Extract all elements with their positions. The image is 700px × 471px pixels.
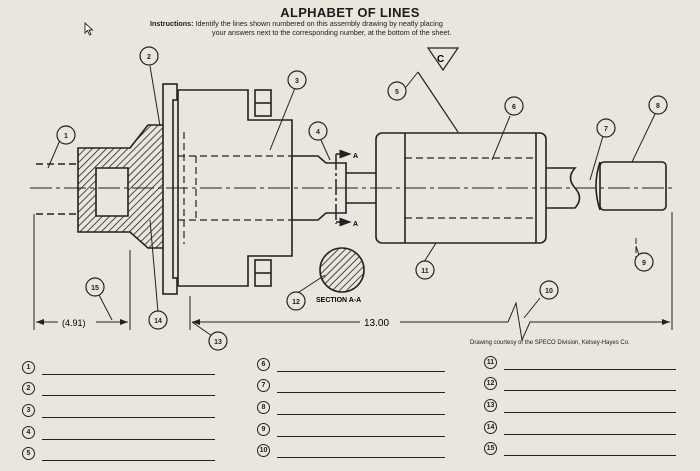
answer-number-2: 2 [22, 382, 35, 395]
instructions: Instructions: Identify the lines shown n… [150, 19, 560, 37]
answer-field-11[interactable] [506, 356, 674, 368]
instructions-label: Instructions: [150, 19, 194, 28]
callout-1 [56, 125, 76, 145]
callout-2 [139, 46, 159, 66]
answer-line-10 [277, 457, 445, 458]
callout-8 [648, 95, 668, 115]
callout-label-6: 6 [512, 104, 516, 111]
callout-label-14: 14 [154, 318, 162, 325]
dimension-left: (4.91) [62, 318, 86, 328]
answer-number-4: 4 [22, 426, 35, 439]
callout-6 [504, 96, 524, 116]
answer-number-12: 12 [484, 377, 497, 390]
section-aa [319, 247, 365, 293]
answer-field-3[interactable] [44, 404, 214, 416]
answer-line-8 [277, 414, 445, 415]
answer-field-13[interactable] [506, 399, 674, 411]
callout-label-8: 8 [656, 103, 660, 110]
answer-field-7[interactable] [279, 379, 444, 391]
cutting-plane [335, 149, 352, 227]
answer-number-5: 5 [22, 447, 35, 460]
callout-label-12: 12 [292, 299, 300, 306]
answer-line-7 [277, 392, 445, 393]
callout-5 [387, 81, 407, 101]
answer-number-15: 15 [484, 442, 497, 455]
answer-number-1: 1 [22, 361, 35, 374]
answer-field-14[interactable] [506, 421, 674, 433]
callout-label-15: 15 [91, 285, 99, 292]
pin [599, 161, 667, 211]
page-title: ALPHABET OF LINES [280, 5, 420, 20]
callout-label-4: 4 [316, 129, 320, 136]
mouse-pointer-icon [84, 22, 94, 36]
answer-number-9: 9 [257, 423, 270, 436]
callout-9 [634, 252, 654, 272]
dimension-overall: 13.00 [364, 318, 389, 329]
answer-line-5 [42, 460, 215, 461]
callout-15 [85, 277, 105, 297]
callout-label-1: 1 [64, 133, 68, 140]
answer-number-6: 6 [257, 358, 270, 371]
answer-field-10[interactable] [279, 444, 444, 456]
instructions-line-1: Identify the lines shown numbered on thi… [195, 19, 443, 28]
answer-field-5[interactable] [44, 447, 214, 459]
answer-number-3: 3 [22, 404, 35, 417]
callout-13 [208, 331, 228, 351]
callout-label-7: 7 [604, 126, 608, 133]
section-arrow-label-top: A [353, 153, 358, 160]
answer-line-14 [504, 434, 676, 435]
callout-label-9: 9 [642, 260, 646, 267]
answer-field-1[interactable] [44, 361, 214, 373]
dimension-lines [33, 212, 673, 342]
left-nut-section [77, 124, 169, 249]
answer-number-13: 13 [484, 399, 497, 412]
answer-line-15 [504, 455, 676, 456]
answer-line-13 [504, 412, 676, 413]
answer-field-6[interactable] [279, 358, 444, 370]
answer-number-10: 10 [257, 444, 270, 457]
callout-label-5: 5 [395, 89, 399, 96]
datum-flag [417, 47, 460, 133]
callout-label-10: 10 [545, 288, 553, 295]
answer-line-9 [277, 436, 445, 437]
callout-11 [415, 260, 435, 280]
answer-field-8[interactable] [279, 401, 444, 413]
callout-7 [596, 118, 616, 138]
callout-4 [308, 121, 328, 141]
answer-line-11 [504, 369, 676, 370]
callout-14 [148, 310, 168, 330]
drawing-credit: Drawing courtesy of the SPECO Division, … [470, 340, 630, 346]
callout-label-11: 11 [421, 268, 429, 275]
datum-label: C [437, 54, 444, 65]
answer-field-9[interactable] [279, 423, 444, 435]
answer-line-2 [42, 395, 215, 396]
answer-number-7: 7 [257, 379, 270, 392]
callout-3 [287, 70, 307, 90]
leader-lines [47, 65, 657, 337]
answer-number-8: 8 [257, 401, 270, 414]
section-arrow-label-bottom: A [353, 221, 358, 228]
section-label: SECTION A-A [316, 297, 361, 304]
answer-line-1 [42, 374, 215, 375]
callout-label-3: 3 [295, 78, 299, 85]
callout-10 [539, 280, 559, 300]
callout-label-13: 13 [214, 339, 222, 346]
callout-circles [56, 46, 668, 351]
answer-line-12 [504, 390, 676, 391]
answer-field-4[interactable] [44, 426, 214, 438]
answer-line-4 [42, 439, 215, 440]
instructions-line-2: your answers next to the corresponding n… [212, 28, 452, 37]
answer-number-14: 14 [484, 421, 497, 434]
callout-12 [286, 291, 306, 311]
answer-field-12[interactable] [506, 377, 674, 389]
answer-line-6 [277, 371, 445, 372]
answer-field-15[interactable] [506, 442, 674, 454]
answer-line-3 [42, 417, 215, 418]
callout-label-2: 2 [147, 54, 151, 61]
answer-number-11: 11 [484, 356, 497, 369]
answer-field-2[interactable] [44, 382, 214, 394]
